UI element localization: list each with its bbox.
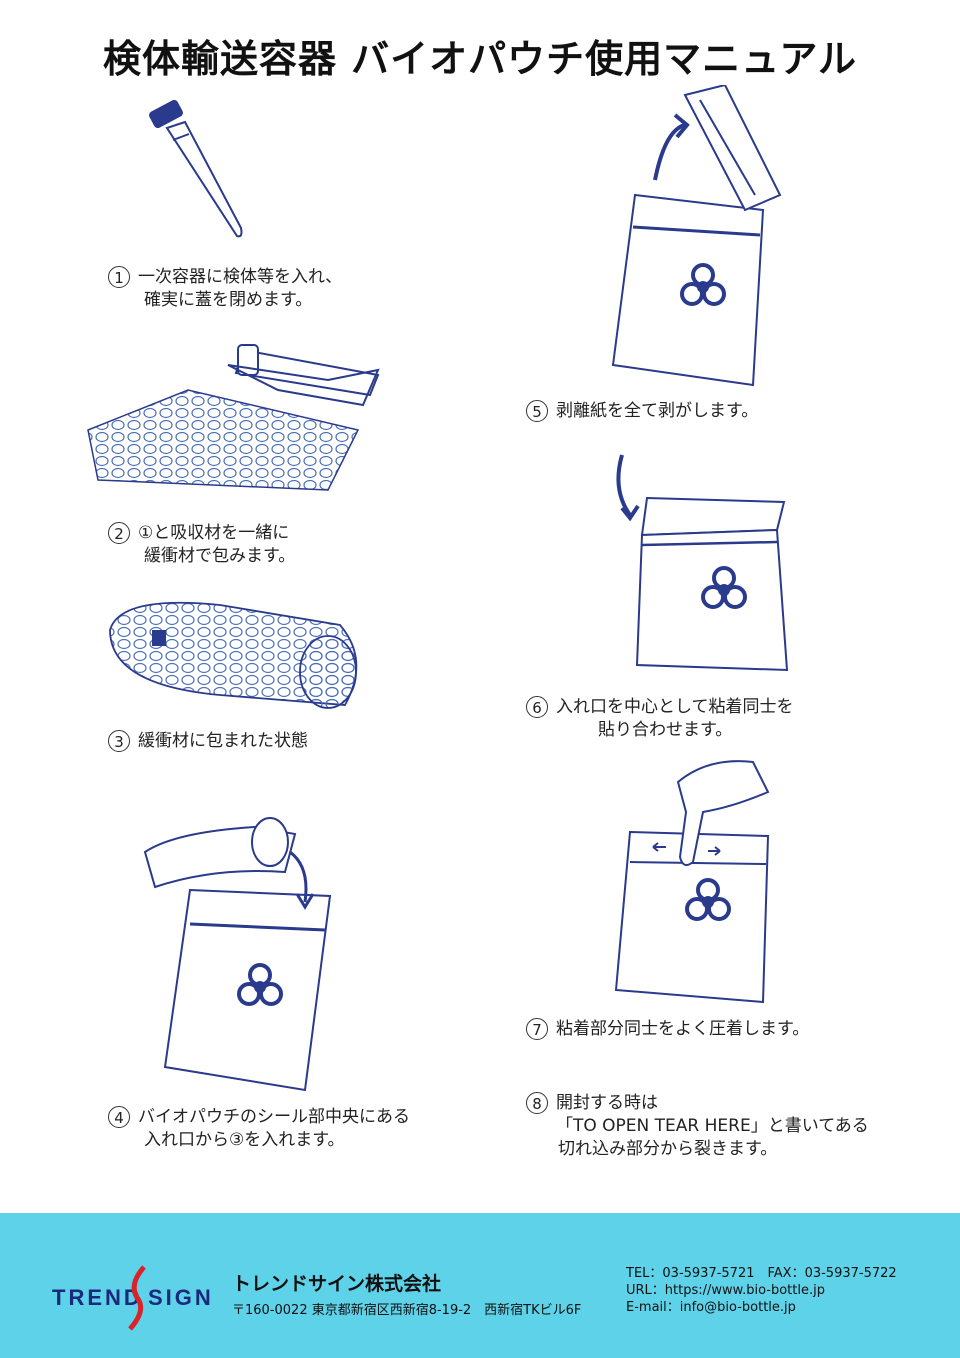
step-number: 3 — [108, 730, 130, 752]
company-address: 〒160-0022 東京都新宿区西新宿8-19-2 西新宿TKビル6F — [232, 1303, 582, 1318]
email-link[interactable]: E-mail：info@bio-bottle.jp — [626, 1300, 796, 1315]
fold-pouch-icon — [612, 450, 797, 680]
step-number: 5 — [526, 400, 548, 422]
step-number: 6 — [526, 696, 548, 718]
contact-info: TEL：03-5937-5721 FAX：03-5937-5722 URL：ht… — [626, 1265, 897, 1316]
step-number: 4 — [108, 1106, 130, 1128]
step-number: 2 — [108, 522, 130, 544]
step-number: 1 — [108, 266, 130, 288]
press-pouch-icon — [608, 752, 778, 1007]
biohazard-icon — [237, 963, 283, 1006]
company-logo: TREND SIGN — [52, 1265, 222, 1331]
step-number: 8 — [526, 1092, 548, 1114]
company-name: トレンドサイン株式会社 — [232, 1273, 442, 1295]
step-number: 7 — [526, 1018, 548, 1040]
tel-fax: TEL：03-5937-5721 FAX：03-5937-5722 — [626, 1266, 897, 1281]
footer: TREND SIGN トレンドサイン株式会社 〒160-0022 東京都新宿区西… — [0, 1213, 960, 1358]
test-tube-icon — [145, 100, 255, 245]
bubble-wrap-icon — [78, 335, 388, 495]
insert-pouch-icon — [135, 812, 350, 1097]
page-title: 検体輸送容器 バイオパウチ使用マニュアル — [102, 37, 858, 81]
bubble-roll-icon — [100, 590, 370, 720]
url-link[interactable]: URL：https://www.bio-bottle.jp — [626, 1283, 825, 1298]
peel-pouch-icon — [605, 85, 790, 390]
